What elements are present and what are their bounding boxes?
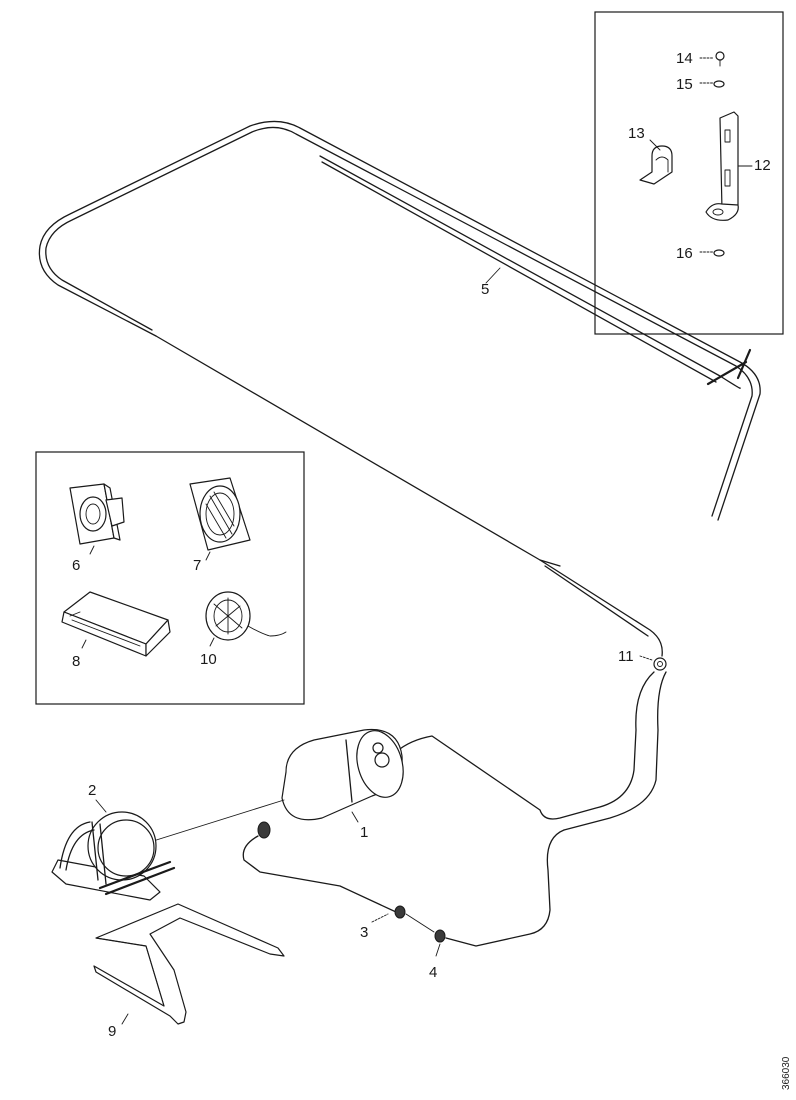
- callout-7: 7: [193, 557, 201, 574]
- callout-12: 12: [754, 157, 771, 174]
- item-14-screw: [699, 51, 725, 67]
- audio-inset-box: [35, 451, 305, 705]
- reference-code: 366030: [781, 1056, 792, 1090]
- item-13-clamp: [639, 139, 673, 185]
- item-16-nut: [699, 249, 725, 257]
- callout-13: 13: [628, 125, 645, 142]
- callout-8: 8: [72, 653, 80, 670]
- item-11-hose: [395, 671, 667, 947]
- item-4-fitting: [405, 913, 446, 957]
- callout-1: 1: [360, 824, 368, 841]
- fastener-inset-box: [594, 11, 784, 335]
- callout-11: 11: [618, 648, 634, 665]
- item-8-control-unit: [61, 591, 171, 657]
- callout-5: 5: [481, 281, 489, 298]
- callout-16: 16: [676, 245, 693, 262]
- item-7-speaker: [189, 477, 251, 561]
- item-1-air-tank: [281, 728, 404, 823]
- callout-4: 4: [429, 964, 437, 981]
- callout-9: 9: [108, 1023, 116, 1040]
- item-12-bracket: [705, 111, 753, 221]
- callout-15: 15: [676, 76, 693, 93]
- item-5-hose-loop: [38, 120, 761, 521]
- item-6-speaker: [69, 483, 125, 555]
- item-5-hose-run: [155, 335, 663, 657]
- callout-10: 10: [200, 651, 217, 668]
- item-15-washer: [699, 80, 725, 88]
- callout-2: 2: [88, 782, 96, 799]
- item-2-compressor: [51, 799, 176, 901]
- item-3-fitting: [371, 905, 406, 923]
- callout-14: 14: [676, 50, 693, 67]
- tank-drain-fitting: [242, 821, 397, 913]
- callout-6: 6: [72, 557, 80, 574]
- callout-3: 3: [360, 924, 368, 941]
- item-10-buzzer: [205, 591, 287, 647]
- item-11-connector: [639, 655, 667, 671]
- item-9-mounting-bracket: [93, 903, 285, 1025]
